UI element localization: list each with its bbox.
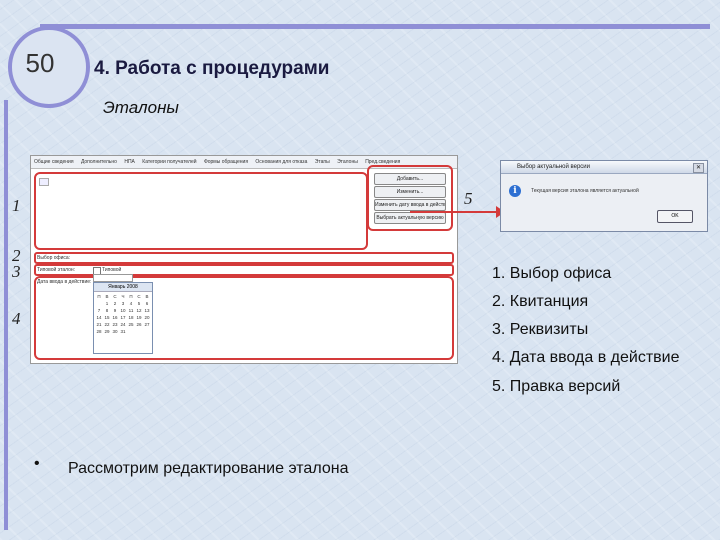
calendar-day[interactable]: 14 — [96, 315, 102, 320]
dialog-message: Текущая версия эталона является актуальн… — [531, 188, 639, 194]
slide-number: 50 — [25, 48, 55, 78]
tab-etalons[interactable]: Эталоны — [337, 159, 358, 165]
slide-number-circle — [8, 26, 90, 108]
legend-item: 3. Реквизиты — [492, 321, 589, 338]
calendar-day[interactable]: 28 — [96, 329, 102, 334]
info-icon: i — [509, 185, 521, 197]
menu-tabs: Общие сведения Дополнительно НПА Категор… — [31, 156, 457, 169]
calendar-weekday: В — [145, 294, 149, 299]
calendar-day[interactable]: 24 — [120, 322, 126, 327]
highlight-office-list — [34, 172, 368, 250]
highlight-details — [34, 264, 454, 276]
calendar-day[interactable]: 8 — [105, 308, 109, 313]
etalon-screenshot: Общие сведения Дополнительно НПА Категор… — [30, 155, 458, 364]
calendar-day[interactable]: 1 — [105, 301, 109, 306]
edit-button[interactable]: Изменить... — [374, 186, 446, 198]
legend-item: 4. Дата ввода в действие — [492, 349, 680, 366]
calendar-day[interactable]: 23 — [112, 322, 118, 327]
ok-button[interactable]: OK — [657, 210, 693, 223]
callout-2: 2 — [12, 246, 21, 265]
calendar-day[interactable]: 19 — [136, 315, 142, 320]
highlight-effective-date — [34, 276, 454, 360]
calendar-day[interactable]: 16 — [112, 315, 118, 320]
calendar-month: Январь 2008 — [94, 283, 152, 292]
calendar-day[interactable]: 3 — [121, 301, 125, 306]
typical-etalon-label: Типовой эталон: — [37, 267, 76, 273]
legend-item: 5. Правка версий — [492, 378, 621, 395]
effective-date-label: Дата ввода в действие: — [37, 279, 92, 285]
tab-refusal[interactable]: Основания для отказа — [255, 159, 308, 165]
highlight-receipt — [34, 252, 454, 264]
list-icon — [39, 178, 49, 186]
callout-4: 4 — [12, 309, 21, 328]
calendar-day[interactable]: 30 — [112, 329, 118, 334]
close-icon[interactable]: ✕ — [693, 163, 704, 173]
calendar-weekday: П — [129, 294, 133, 299]
legend-item: 2. Квитанция — [492, 293, 589, 310]
calendar-day[interactable]: 21 — [96, 322, 102, 327]
calendar-weekday: Ч — [121, 294, 125, 299]
tab-prev-info[interactable]: Пред.сведения — [365, 159, 401, 165]
calendar-day[interactable]: 17 — [120, 315, 126, 320]
calendar-weekday: С — [113, 294, 117, 299]
calendar-day[interactable]: 12 — [136, 308, 142, 313]
calendar-day[interactable]: 26 — [136, 322, 142, 327]
tab-general[interactable]: Общие сведения — [34, 159, 74, 165]
add-button[interactable]: Добавить... — [374, 173, 446, 185]
legend-item: 1. Выбор офиса — [492, 265, 612, 282]
calendar-day[interactable]: 20 — [144, 315, 150, 320]
typical-checkbox-label: Типовой — [102, 267, 122, 273]
calendar-day[interactable]: 13 — [144, 308, 150, 313]
calendar-day[interactable]: 7 — [97, 308, 101, 313]
calendar-day[interactable]: 4 — [129, 301, 133, 306]
select-actual-version-button[interactable]: Выбрать актуальную версию — [374, 212, 446, 224]
dialog-titlebar: Выбор актуальной версии ✕ — [501, 161, 707, 174]
highlight-version-buttons — [367, 165, 453, 231]
callout-3: 3 — [12, 262, 21, 281]
tab-npa[interactable]: НПА — [124, 159, 135, 165]
office-label: Выбор офиса: — [37, 255, 71, 261]
calendar-day[interactable]: 10 — [120, 308, 126, 313]
calendar-day[interactable]: 25 — [128, 322, 134, 327]
callout-5: 5 — [464, 189, 473, 208]
calendar-day[interactable] — [135, 328, 143, 335]
callout-1: 1 — [12, 196, 21, 215]
date-input[interactable] — [93, 274, 133, 282]
calendar-weekday: П — [97, 294, 101, 299]
calendar-weekday: С — [137, 294, 141, 299]
tab-additional[interactable]: Дополнительно — [80, 159, 117, 165]
calendar-day[interactable]: 11 — [128, 308, 134, 313]
tab-forms[interactable]: Формы обращения — [203, 159, 249, 165]
dialog-title: Выбор актуальной версии — [517, 164, 590, 170]
calendar-day[interactable]: 29 — [104, 329, 110, 334]
calendar-day[interactable]: 9 — [113, 308, 117, 313]
left-decor-line — [4, 100, 8, 530]
slide-title: 4. Работа с процедурами — [94, 58, 330, 79]
top-decor-line — [40, 24, 710, 29]
calendar-weekday: В — [105, 294, 109, 299]
calendar-day[interactable]: 31 — [120, 329, 126, 334]
bullet-text: Рассмотрим редактирование эталона — [68, 460, 349, 477]
calendar-day[interactable] — [143, 328, 151, 335]
calendar-day[interactable] — [127, 328, 135, 335]
actual-version-dialog: Выбор актуальной версии ✕ i Текущая верс… — [500, 160, 708, 232]
calendar-day[interactable] — [95, 300, 103, 307]
slide-subtitle: Эталоны — [103, 98, 179, 117]
bullet-icon: • — [34, 455, 40, 472]
arrow-line — [410, 211, 502, 213]
tab-recipients[interactable]: Категории получателей — [142, 159, 197, 165]
change-date-button[interactable]: Изменить дату ввода в действие... — [374, 199, 446, 211]
calendar-day[interactable]: 18 — [128, 315, 134, 320]
tab-stages[interactable]: Этапы — [314, 159, 330, 165]
calendar-day[interactable]: 6 — [145, 301, 149, 306]
calendar-day[interactable]: 22 — [104, 322, 110, 327]
calendar-day[interactable]: 15 — [104, 315, 110, 320]
calendar-day[interactable]: 27 — [144, 322, 150, 327]
calendar-day[interactable]: 5 — [137, 301, 141, 306]
calendar-day[interactable]: 2 — [113, 301, 117, 306]
